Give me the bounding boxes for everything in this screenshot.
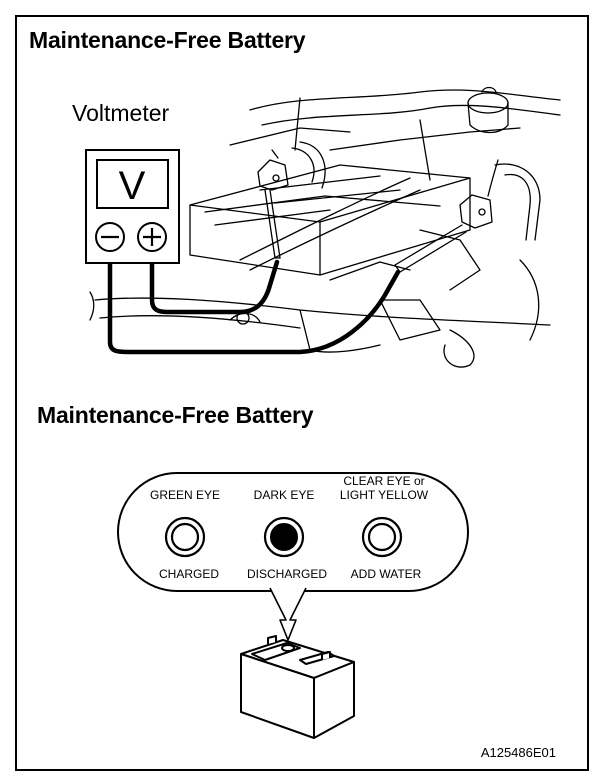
indicator-panel: GREEN EYE DARK EYE CLEAR EYE or LIGHT YE… bbox=[117, 472, 469, 592]
voltmeter-label: Voltmeter bbox=[72, 100, 169, 126]
top-title: Maintenance-Free Battery bbox=[29, 27, 306, 53]
add-water-label: ADD WATER bbox=[351, 567, 422, 581]
dark-eye-label: DARK EYE bbox=[254, 488, 315, 502]
clear-eye-label-line1: CLEAR EYE or bbox=[343, 474, 424, 488]
charged-label: CHARGED bbox=[159, 567, 219, 581]
test-leads bbox=[107, 259, 401, 355]
figure-id: A125486E01 bbox=[481, 745, 556, 760]
discharged-label: DISCHARGED bbox=[247, 567, 327, 581]
voltmeter-display-v: V bbox=[119, 164, 146, 208]
clear-eye-label-line2: LIGHT YELLOW bbox=[340, 488, 429, 502]
green-eye-label: GREEN EYE bbox=[150, 488, 220, 502]
pointer-arrow bbox=[269, 587, 307, 641]
voltmeter-display bbox=[96, 159, 169, 209]
bottom-title: Maintenance-Free Battery bbox=[37, 402, 314, 428]
voltmeter: V bbox=[85, 149, 180, 264]
engine-bay-illustration bbox=[89, 86, 561, 368]
battery-icon bbox=[240, 635, 355, 739]
